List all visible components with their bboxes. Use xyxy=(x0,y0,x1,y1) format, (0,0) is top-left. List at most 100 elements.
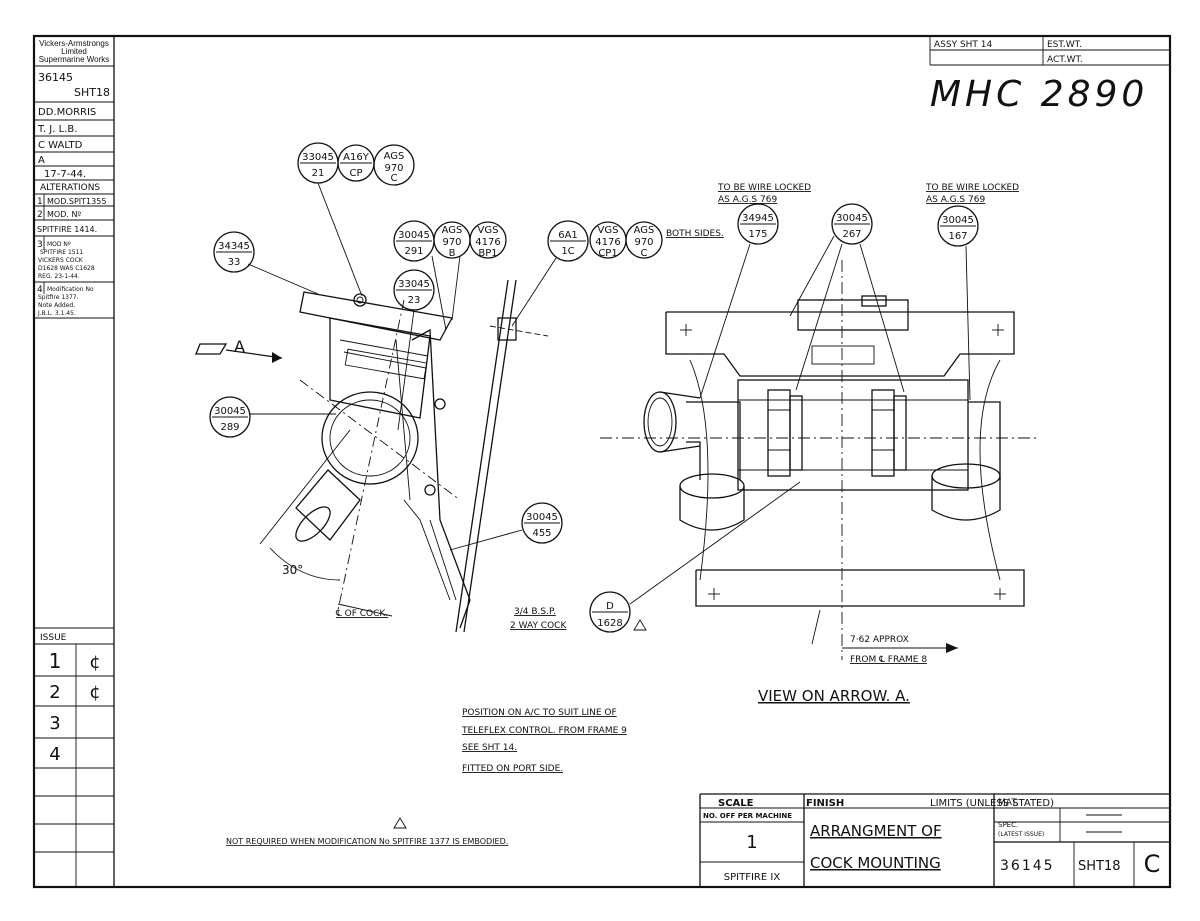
svg-text:455: 455 xyxy=(532,528,551,539)
drawing-title-1: ARRANGMENT OF xyxy=(810,822,942,840)
svg-text:J.B.L. 3.1.45.: J.B.L. 3.1.45. xyxy=(37,310,76,317)
balloon-a16y-cp: A16Y CP xyxy=(337,144,375,182)
sidebar-drawn-by: DD.MORRIS xyxy=(38,107,96,118)
alteration-4-no: 4 xyxy=(37,285,43,295)
svg-text:970: 970 xyxy=(384,163,403,174)
alterations-title: ALTERATIONS xyxy=(40,183,100,193)
wire-lock-2a: TO BE WIRE LOCKED xyxy=(925,183,1019,193)
wire-lock-2b: AS A.G.S 769 xyxy=(926,195,985,205)
issue-4-no: 4 xyxy=(49,744,60,765)
svg-text:B: B xyxy=(449,248,456,259)
title-drawing-no: 36145 xyxy=(1000,858,1055,874)
svg-text:REG. 23-1-44.: REG. 23-1-44. xyxy=(38,273,80,280)
balloon-34345-33: 34345 33 xyxy=(213,231,255,273)
svg-text:175: 175 xyxy=(748,229,767,240)
sidebar-approved: A xyxy=(38,155,45,166)
alteration-2a: MOD. Nº xyxy=(47,210,81,219)
handwritten-number: MHC 2890 xyxy=(930,74,1148,115)
balloon-33045-23: 33045 23 xyxy=(393,269,435,311)
notes: POSITION ON A/C TO SUIT LINE OF TELEFLEX… xyxy=(461,708,627,774)
svg-text:30045: 30045 xyxy=(526,512,558,523)
svg-text:AGS: AGS xyxy=(442,225,463,236)
svg-text:34345: 34345 xyxy=(218,241,250,252)
svg-text:AGS: AGS xyxy=(634,225,655,236)
balloon-vgs-4176-cp1: VGS 4176 CP1 xyxy=(589,221,627,259)
alteration-1-no: 1 xyxy=(37,197,43,207)
act-weight-label: ACT.WT. xyxy=(1047,55,1083,65)
arrow-a-label: A xyxy=(234,337,245,356)
sidebar-sheet: SHT18 xyxy=(74,86,110,99)
svg-text:970: 970 xyxy=(442,237,461,248)
svg-text:1C: 1C xyxy=(561,246,574,257)
issue-1-no: 1 xyxy=(49,649,62,673)
svg-text:D1628 WAS C1628: D1628 WAS C1628 xyxy=(38,265,95,272)
title-block xyxy=(699,793,1170,887)
note-triangle-small xyxy=(633,619,647,631)
balloon-6a1-1c: 6A1 1C xyxy=(547,220,589,262)
company-line-1: Vickers-Armstrongs xyxy=(39,39,109,48)
footnote: NOT REQUIRED WHEN MODIFICATION No SPITFI… xyxy=(226,837,508,846)
svg-text:BP1: BP1 xyxy=(478,248,497,259)
spec-label: SPEC. xyxy=(998,821,1018,829)
balloon-30045-267: 30045 267 xyxy=(831,203,873,245)
svg-text:4176: 4176 xyxy=(475,237,500,248)
svg-text:AGS: AGS xyxy=(384,151,405,162)
svg-text:CP: CP xyxy=(349,168,362,179)
svg-text:Modification No: Modification No xyxy=(47,286,94,293)
cock-centerline-label: ℄ OF COCK. xyxy=(335,609,388,619)
company-line-2: Limited xyxy=(61,47,87,56)
svg-text:4176: 4176 xyxy=(595,237,620,248)
balloon-30045-455: 30045 455 xyxy=(521,502,563,544)
svg-text:C: C xyxy=(391,173,398,184)
svg-text:Spitfire 1377.: Spitfire 1377. xyxy=(38,294,79,301)
sidebar-date: 17-7-44. xyxy=(44,169,86,180)
alteration-4-lines: Modification No Spitfire 1377. Note Adde… xyxy=(37,286,94,317)
balloon-ags-970-c: AGS 970 C xyxy=(373,144,415,186)
svg-text:6A1: 6A1 xyxy=(558,230,578,241)
assy-ref: ASSY SHT 14 xyxy=(934,40,993,50)
balloon-33045-21: 33045 21 xyxy=(297,142,339,184)
limits-label: LIMITS (UNLESS STATED) xyxy=(930,798,1054,809)
drawing-title-2: COCK MOUNTING xyxy=(810,854,941,872)
scale-label: SCALE xyxy=(718,798,754,809)
balloon-ags-970-c-2: AGS 970 C xyxy=(625,221,663,259)
footnote-triangle xyxy=(393,817,407,829)
balloon-d-1628: D 1628 xyxy=(589,591,631,633)
svg-text:23: 23 xyxy=(408,295,421,306)
svg-text:30045: 30045 xyxy=(836,213,868,224)
alteration-2b: SPITFIRE 1414. xyxy=(37,225,97,234)
weight-box xyxy=(929,36,1170,66)
svg-text:30045: 30045 xyxy=(942,215,974,226)
svg-text:33045: 33045 xyxy=(302,152,334,163)
alteration-3-no: 3 xyxy=(37,240,43,250)
svg-text:291: 291 xyxy=(404,246,423,257)
right-view-assembly xyxy=(600,260,1040,660)
angle-label: 30° xyxy=(282,563,303,577)
material-label: MAT. xyxy=(998,798,1019,808)
svg-text:1628: 1628 xyxy=(597,618,622,629)
svg-text:289: 289 xyxy=(220,422,239,433)
left-balloons: 33045 21 A16Y CP AGS 970 C 34345 33 3004… xyxy=(209,142,663,544)
right-balloons: 34945 175 30045 267 30045 167 D 1628 xyxy=(589,203,979,633)
both-sides-label: BOTH SIDES. xyxy=(666,229,724,239)
left-leaders xyxy=(247,182,557,551)
note-line-4: FITTED ON PORT SIDE. xyxy=(462,764,563,774)
balloon-34945-175: 34945 175 xyxy=(737,203,779,245)
svg-text:A16Y: A16Y xyxy=(343,152,370,163)
balloon-30045-291: 30045 291 xyxy=(393,220,435,262)
sidebar-tracer: T. J. L.B. xyxy=(37,124,77,135)
svg-text:167: 167 xyxy=(948,231,967,242)
qty-value: 1 xyxy=(746,832,757,853)
svg-text:Note Added.: Note Added. xyxy=(38,302,75,309)
balloon-30045-289: 30045 289 xyxy=(209,396,251,438)
view-arrow-a xyxy=(195,343,283,363)
svg-text:970: 970 xyxy=(634,237,653,248)
sheet-border xyxy=(32,34,1172,889)
view-title: VIEW ON ARROW. A. xyxy=(758,687,910,705)
alteration-2-no: 2 xyxy=(37,210,43,220)
svg-text:C: C xyxy=(641,248,648,259)
svg-text:30045: 30045 xyxy=(398,230,430,241)
cock-size-label: 3/4 B.S.P. xyxy=(514,607,556,617)
svg-text:21: 21 xyxy=(312,168,325,179)
wire-lock-1a: TO BE WIRE LOCKED xyxy=(717,183,811,193)
